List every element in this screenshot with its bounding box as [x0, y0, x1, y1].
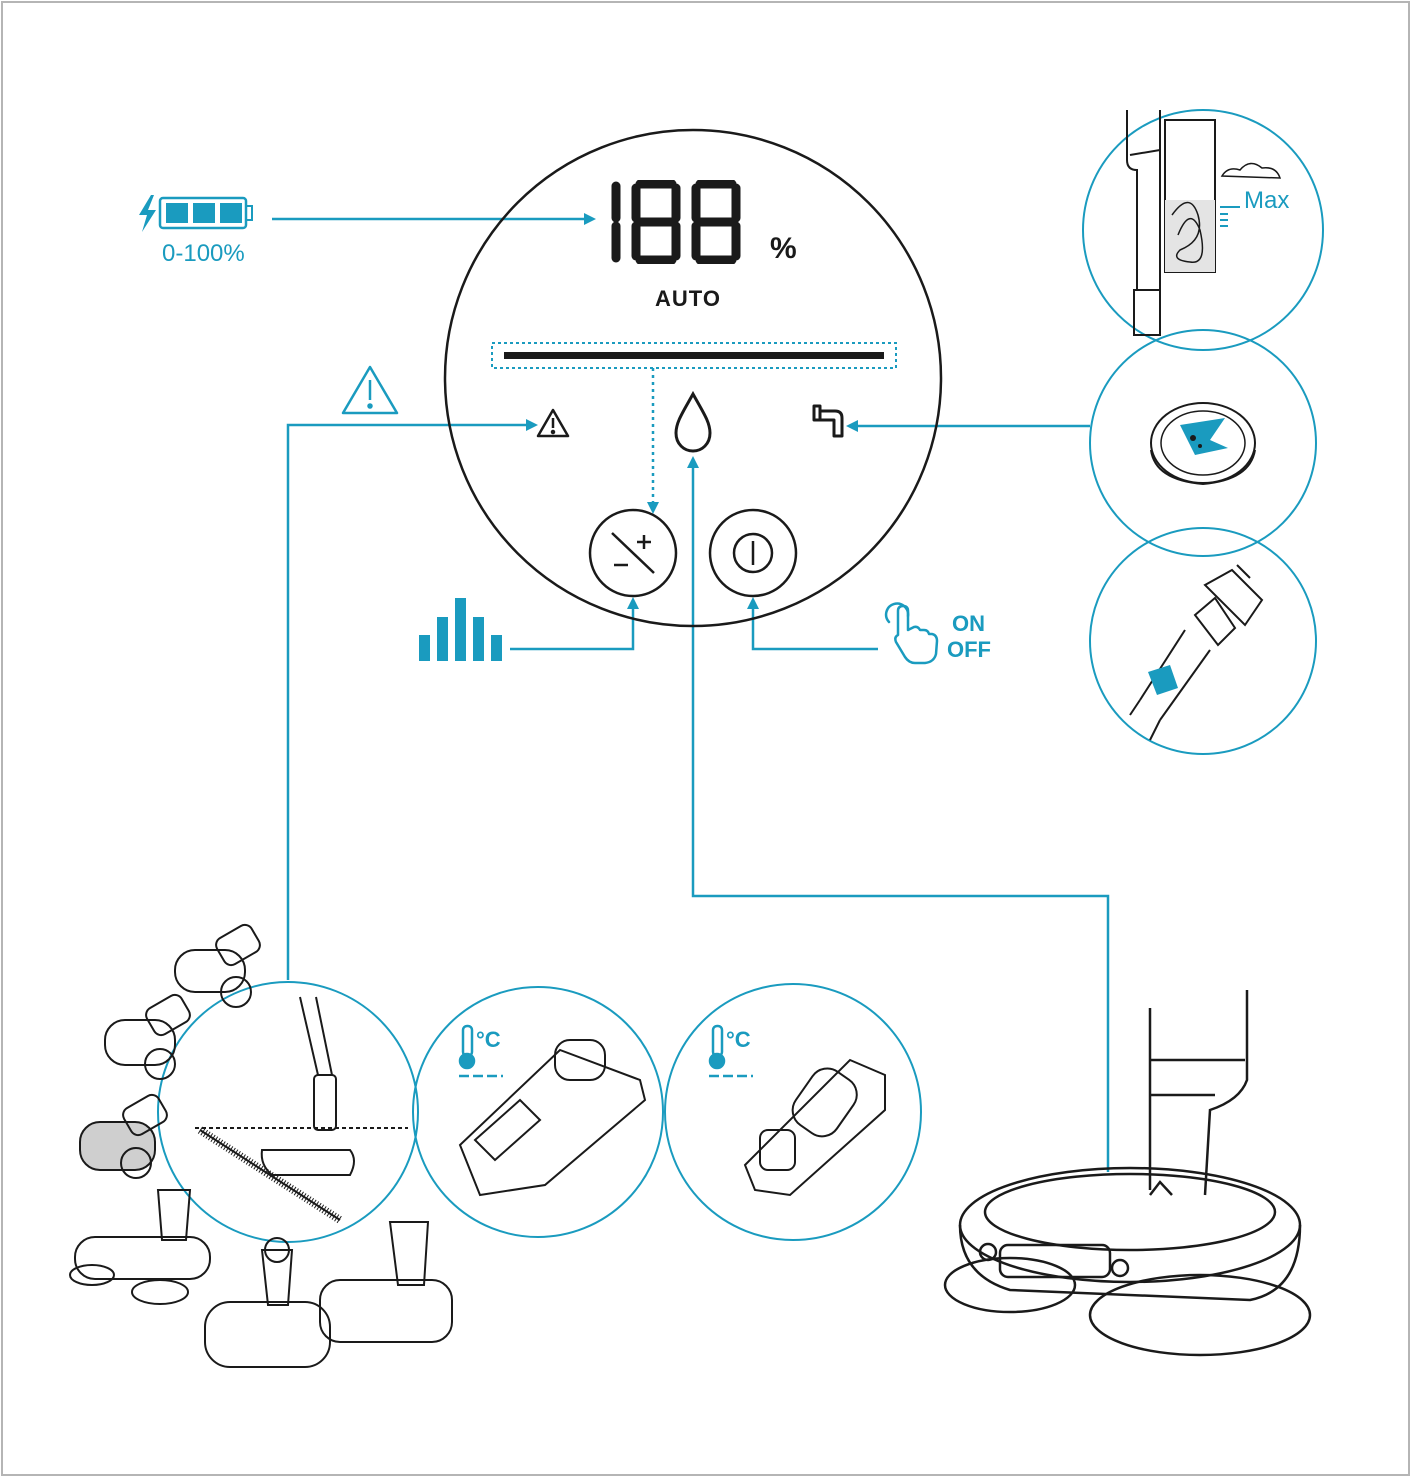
- extension-tube-detail: [1089, 527, 1317, 755]
- tap-icon: [812, 404, 844, 438]
- attachment-brushes: [69, 923, 453, 1368]
- floor-brush-detail: [157, 981, 419, 1243]
- power-icon: [732, 532, 774, 574]
- seven-segment-display: [611, 179, 741, 265]
- mop-head-detail-2: [664, 983, 922, 1241]
- off-label: OFF: [947, 637, 991, 662]
- power-button: [708, 508, 798, 598]
- touch-hand-icon: [884, 602, 939, 665]
- temperature-unit-2: °C: [726, 1027, 751, 1052]
- water-drop-icon: [674, 390, 712, 453]
- percent-sign: %: [770, 232, 797, 265]
- on-label: ON: [952, 611, 985, 636]
- mode-label: AUTO: [655, 286, 721, 311]
- battery-percentage-digits: 188: [602, 179, 762, 269]
- arrowheads: [526, 213, 858, 609]
- temperature-unit-1: °C: [476, 1027, 501, 1052]
- battery-range-label: 0-100%: [162, 240, 245, 267]
- power-level-bars-icon: [419, 598, 502, 661]
- error-warning-icon: [341, 365, 399, 415]
- connector-lines: [272, 217, 1110, 1172]
- filter-cap-detail: [1089, 329, 1317, 557]
- control-panel-display: [443, 128, 943, 628]
- max-level-label: Max: [1244, 187, 1290, 214]
- progress-bar-frame: [491, 342, 897, 369]
- battery-icon: [158, 196, 253, 230]
- progress-bar: [504, 352, 884, 359]
- thermometer-icon: [458, 1024, 503, 1078]
- thermometer-icon-2: [708, 1024, 753, 1078]
- mop-head-detail-1: [412, 986, 664, 1238]
- mop-head-illustration: [943, 990, 1312, 1357]
- suction-adjust-icon: [611, 532, 655, 574]
- lightning-icon: [139, 195, 156, 232]
- dust-bin-max-detail: [1082, 109, 1324, 351]
- suction-adjust-button: [588, 508, 678, 598]
- warning-icon: [536, 408, 570, 438]
